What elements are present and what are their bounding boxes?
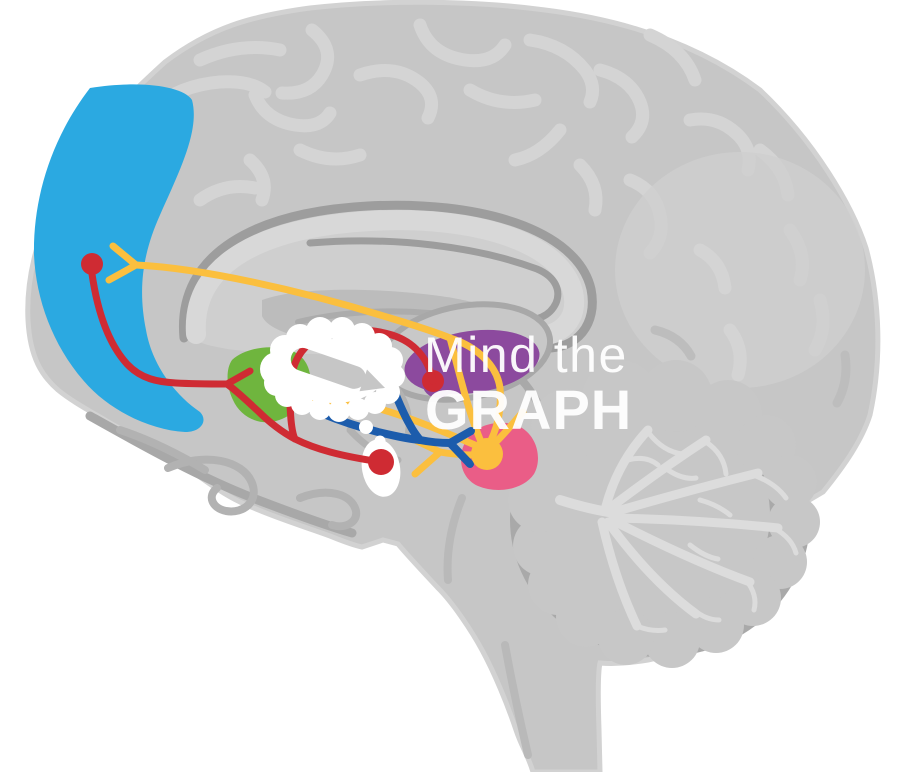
region-frontal-blue (33, 84, 204, 432)
watermark-text-line1: Mind the (424, 327, 628, 383)
yellow-strand-a (446, 334, 486, 448)
lateral-fissure (85, 411, 357, 538)
thought-bubble-large (359, 420, 373, 434)
watermark-logo: Mind the GRAPH (260, 317, 632, 447)
occipital-light-patch (615, 152, 865, 388)
corpus-callosum-inner (306, 237, 562, 324)
red-terminal-arm (223, 367, 254, 388)
cerebellum (508, 360, 820, 668)
yellow-strand-b (446, 334, 504, 450)
yellow-terminal-arm (105, 261, 140, 284)
red-axon-frontal (88, 270, 231, 388)
yellow-terminal-arm (411, 448, 444, 478)
thought-bubble-small (374, 435, 386, 447)
arbor-vitae (555, 425, 799, 633)
frontal-soma-node (81, 253, 103, 275)
watermark-text-line2: GRAPH (425, 378, 632, 441)
medulla-shade (501, 641, 532, 759)
pons-shade (443, 494, 466, 584)
blue-terminal-arm (446, 439, 474, 468)
yellow-terminal-arm (109, 242, 140, 269)
pituitary-soma-node (368, 449, 394, 475)
midbrain-soma-node (471, 438, 503, 470)
brain-pencil-logo-icon (260, 317, 405, 422)
corpus-callosum-body (185, 210, 585, 346)
corpus-callosum-outer (179, 200, 597, 353)
yellow-branch-up (492, 408, 527, 446)
yellow-long-axon (132, 261, 454, 342)
red-axon-descending (223, 380, 385, 466)
